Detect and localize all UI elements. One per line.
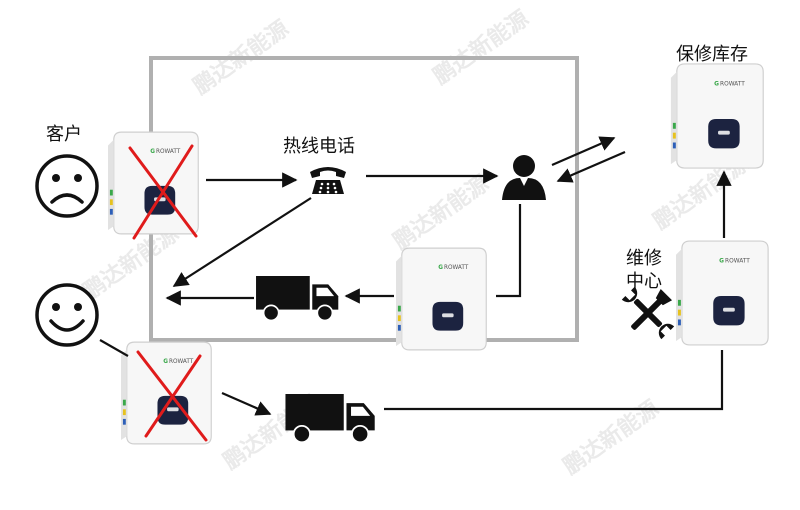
red-cross-icon [128,144,198,240]
repair-center-label-line2: 中心 [626,271,662,292]
repair-center-inverter-icon [676,240,769,346]
repair-tools-icon [621,286,675,340]
delivery-truck-icon [256,276,340,322]
arrow-faulty-to-truck [221,391,272,416]
customer-label: 客户 [46,124,82,145]
replacement-inverter-icon [396,247,487,351]
hotline-label: 热线电话 [283,136,355,157]
watermark-text: 鹏达新能源 [389,171,494,255]
sad-face-icon [35,154,99,218]
arrow-truck-to-repair [384,350,724,411]
flow-arrows [99,136,732,416]
arrow-customer-to-faulty [99,339,129,357]
arrow-hotline-to-customer [172,197,312,287]
warranty-stock-inverter-icon [670,63,764,169]
telephone-icon [310,167,346,194]
service-agent-icon [502,155,546,200]
arrow-agent-to-stock [551,136,616,167]
return-truck-icon [285,394,376,444]
happy-face-icon [35,283,99,347]
watermark-text: 鹏达新能源 [429,6,534,90]
repair-center-label-line1: 维修 [626,248,662,269]
warranty-stock-label: 保修库存 [676,44,748,65]
arrow-agent-to-replacement [496,204,522,298]
red-cross-icon [136,350,208,442]
arrow-stock-to-agent [556,150,626,183]
